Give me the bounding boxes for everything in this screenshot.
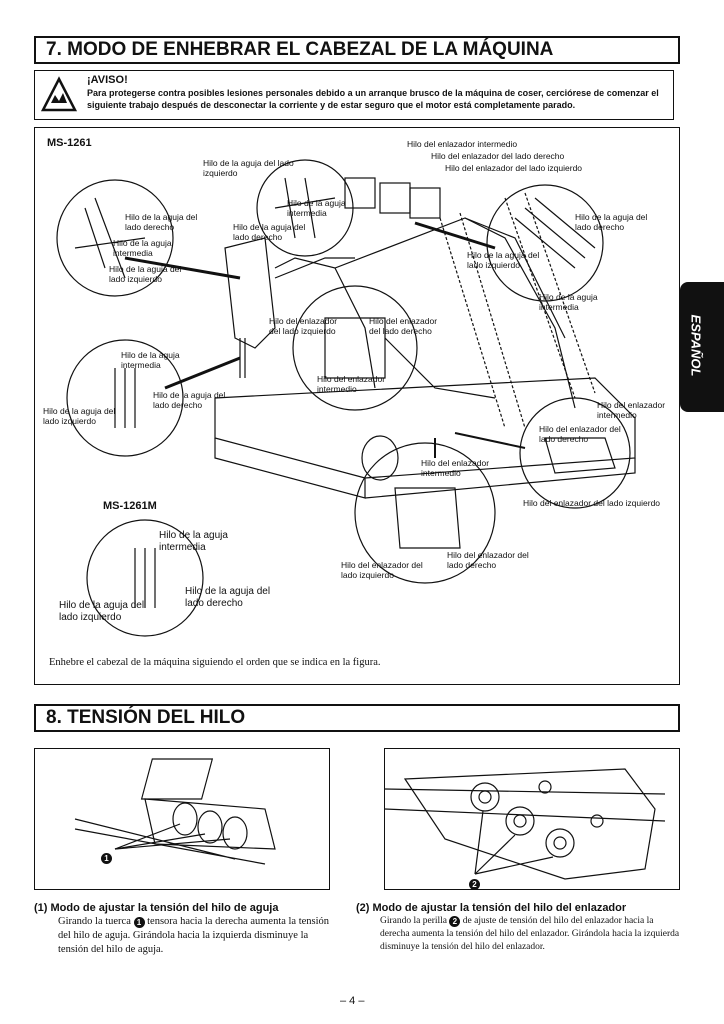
label-l-mid: Hilo de la aguja intermedia	[113, 238, 172, 258]
needle-tension-figure: 1	[34, 748, 330, 890]
section-7-title: 7. MODO DE ENHEBRAR EL CABEZAL DE LA MÁQ…	[34, 36, 680, 64]
label-needle-mid-top: Hilo de la aguja intermedia	[287, 198, 346, 218]
warning-icon	[40, 76, 78, 112]
label-r-mid: Hilo de la aguja intermedia	[539, 292, 598, 312]
label-l-left: Hilo de la aguja del lado izquierdo	[109, 264, 182, 284]
subsection-2-text-a: Girando la perilla	[380, 916, 448, 926]
needle-tension-illustration	[74, 758, 276, 865]
warning-box: ¡AVISO! Para protegerse contra posibles …	[34, 70, 674, 120]
label-rb-right: Hilo del enlazador del lado derecho	[539, 424, 621, 444]
label-rb-left: Hilo del enlazador del lado izquierdo	[523, 498, 661, 508]
label-c-left: Hilo del enlazador del lado izquierdo	[269, 316, 338, 336]
label-b-left: Hilo del enlazador del lado izquierdo	[341, 560, 423, 580]
machine-illustration	[56, 159, 636, 637]
marker-1-inline: 1	[133, 917, 145, 928]
language-tab: ESPAÑOL	[680, 282, 724, 412]
label-n-right: Hilo de la aguja del lado derecho	[153, 390, 226, 410]
subsection-1-text-b: tensora hacia la derecha aumenta la tens…	[58, 916, 330, 955]
label-m-mid: Hilo de la aguja intermedia	[159, 530, 228, 553]
label-n-left: Hilo de la aguja del lado izquierdo	[43, 406, 116, 426]
label-b-right: Hilo del enlazador del lado derecho	[447, 550, 529, 570]
section-8-title: 8. TENSIÓN DEL HILO	[34, 704, 680, 732]
label-top-3: Hilo del enlazador del lado izquierdo	[445, 163, 583, 173]
label-m-right: Hilo de la aguja del lado derecho	[185, 586, 271, 609]
subsection-2-title: (2) Modo de ajustar la tensión del hilo …	[356, 902, 627, 914]
label-r-right: Hilo de la aguja del lado derecho	[575, 212, 648, 232]
label-top-1: Hilo del enlazador intermedio	[407, 139, 518, 149]
looper-tension-illustration	[384, 768, 666, 880]
label-needle-right-top: Hilo de la aguja del lado derecho	[233, 222, 306, 242]
label-c-mid: Hilo del enlazador intermedio	[317, 374, 386, 394]
marker-2-inline: 2	[449, 916, 461, 927]
threading-figure: MS-1261 MS-1261M Hilo del enlazador inte…	[34, 127, 680, 685]
page-number: – 4 –	[340, 995, 365, 1007]
marker-2: 2	[469, 879, 480, 890]
label-top-2: Hilo del enlazador del lado derecho	[431, 151, 565, 161]
label-r-left: Hilo de la aguja del lado izquierdo	[467, 250, 540, 270]
subsection-1-text: Girando la tuerca 1 tensora hacia la der…	[58, 915, 340, 957]
label-rb-mid: Hilo del enlazador intermedio	[597, 400, 666, 420]
looper-tension-figure: 2	[384, 748, 680, 890]
language-tab-label: ESPAÑOL	[688, 314, 704, 377]
label-c-right: Hilo del enlazador del lado derecho	[369, 316, 438, 336]
label-m-left: Hilo de la aguja del lado izquierdo	[59, 600, 145, 623]
label-l-right: Hilo de la aguja del lado derecho	[125, 212, 198, 232]
subsection-1-text-a: Girando la tuerca	[58, 916, 131, 927]
warning-title: ¡AVISO!	[87, 74, 128, 86]
label-n-mid: Hilo de la aguja intermedia	[121, 350, 180, 370]
warning-text: Para protegerse contra posibles lesiones…	[87, 88, 659, 110]
marker-1: 1	[101, 853, 112, 864]
figure-caption: Enhebre el cabezal de la máquina siguien…	[49, 657, 381, 668]
subsection-1-title: (1) Modo de ajustar la tensión del hilo …	[34, 902, 279, 914]
subsection-2-text: Girando la perilla 2 de ajuste de tensió…	[380, 915, 680, 954]
label-b-mid: Hilo del enlazador intermedio	[421, 458, 490, 478]
subsection-2-text-b: de ajuste de tensión del hilo del enlaza…	[380, 916, 680, 952]
label-needle-left-top: Hilo de la aguja del lado izquierdo	[203, 158, 294, 178]
model-ms-1261: MS-1261	[47, 137, 92, 149]
model-ms-1261m: MS-1261M	[103, 500, 157, 512]
